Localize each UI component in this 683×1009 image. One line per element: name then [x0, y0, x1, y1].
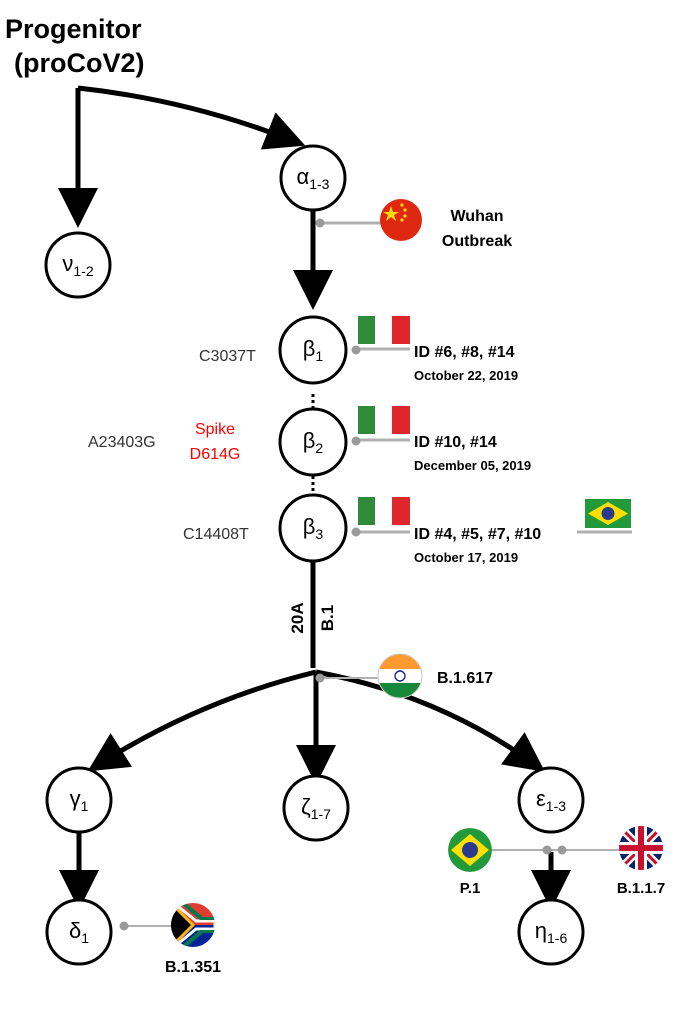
beta3-ids: ID #4, #5, #7, #10	[414, 526, 541, 543]
wuhan-label-line1: Wuhan	[450, 208, 503, 225]
uk-flag	[619, 826, 663, 870]
node-gamma-label: γ1	[70, 786, 89, 814]
india-variant-label: B.1.617	[437, 670, 493, 687]
china-flag	[380, 199, 422, 241]
beta1-ids: ID #6, #8, #14	[414, 344, 515, 361]
node-alpha	[279, 144, 347, 212]
spike-label-line1: Spike	[195, 421, 235, 438]
brazil-flag	[585, 499, 631, 528]
brazil-variant-label: P.1	[460, 880, 481, 897]
spike-label-line2: D614G	[190, 446, 241, 463]
root-label-line1: Progenitor	[5, 14, 142, 44]
mutation-beta2: A23403G	[88, 434, 156, 451]
edge-junction-gamma	[87, 669, 317, 772]
india-flag	[378, 654, 422, 698]
beta2-ids: ID #10, #14	[414, 434, 497, 451]
clade-b1-label: B.1	[318, 605, 337, 631]
node-nu	[44, 231, 112, 299]
clade-20a-label: 20A	[288, 602, 307, 633]
italy-flag	[358, 497, 410, 525]
node-eta-label: η1-6	[535, 918, 568, 946]
mutation-beta3: C14408T	[183, 526, 249, 543]
italy-flag	[358, 406, 410, 434]
beta2-date: December 05, 2019	[414, 458, 531, 473]
sa-variant-label: B.1.351	[165, 959, 221, 976]
node-beta3-label: β3	[303, 514, 324, 542]
node-beta2-label: β2	[303, 428, 324, 456]
beta1-date: October 22, 2019	[414, 368, 518, 383]
node-delta	[45, 898, 113, 966]
node-zeta	[282, 774, 350, 842]
node-epsilon	[517, 766, 585, 834]
annotation-connectors	[125, 221, 632, 927]
italy-flag	[358, 316, 410, 344]
edge-junction-epsilon	[315, 669, 546, 772]
node-delta-label: δ1	[69, 918, 89, 946]
beta3-date: October 17, 2019	[414, 550, 518, 565]
mutation-beta1: C3037T	[199, 348, 256, 365]
uk-variant-label: B.1.1.7	[617, 880, 665, 897]
node-alpha-label: α1-3	[297, 164, 330, 192]
node-epsilon-label: ε1-3	[536, 786, 566, 814]
node-eta	[517, 898, 585, 966]
node-gamma	[45, 766, 113, 834]
connector-dots	[119, 218, 567, 931]
node-zeta-label: ζ1-7	[301, 794, 331, 822]
india-flag-rim	[377, 653, 423, 699]
node-beta1	[278, 315, 348, 385]
node-beta1-label: β1	[303, 336, 324, 364]
south-africa-flag	[171, 903, 215, 947]
node-beta3	[278, 493, 348, 563]
brazil-flag	[448, 828, 492, 872]
node-beta2	[278, 407, 348, 477]
root-label-line2: (proCoV2)	[14, 48, 145, 78]
node-nu-label: ν1-2	[62, 251, 93, 279]
edge-root-alpha	[77, 85, 306, 150]
wuhan-label-line2: Outbreak	[442, 233, 512, 250]
